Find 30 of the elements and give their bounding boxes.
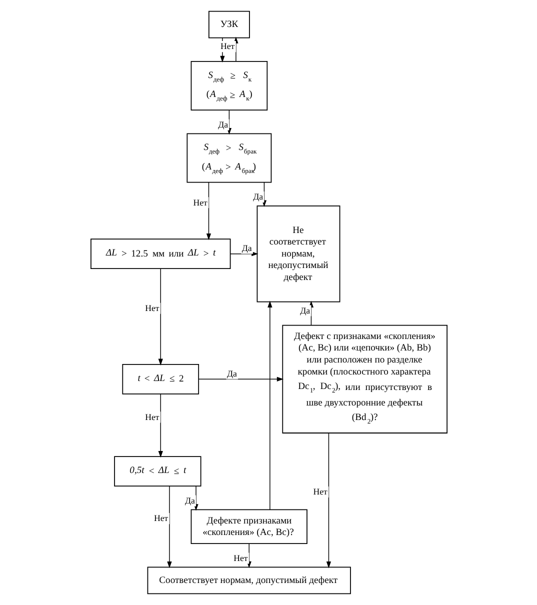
arrow [267, 300, 272, 510]
edge-label: Нет [144, 303, 159, 314]
edge-label: Да [226, 368, 236, 378]
edge-label: Да [252, 192, 263, 202]
node-box: S$_{деф}$ ≥ S$_{к}$ (A$_{деф}$ ≥ A$_{к}$) [190, 60, 268, 111]
edge-label: Нет [312, 486, 327, 497]
node-box: Не соответствует нормам, недопустимый дефект [256, 205, 340, 302]
node-box: 0,5t < ΔL ≤ t [114, 456, 201, 487]
arrow [158, 268, 162, 366]
arrow [326, 432, 331, 568]
arrow [158, 394, 162, 458]
node-box: УЗК [208, 10, 250, 38]
edge-label: Нет [192, 197, 207, 208]
edge-label: Да [241, 242, 252, 253]
arrow [198, 376, 284, 382]
node-box: Соответствует нормам, допустимый дефект [146, 566, 350, 594]
edge-label: Нет [153, 513, 168, 524]
arrow [206, 182, 211, 240]
edge-label: Нет [220, 41, 234, 52]
node-box: Дефекте признаками «скопления» (Ac, Bc)? [190, 509, 307, 544]
edge-label: Да [218, 119, 228, 130]
node-box: ΔL > 12.5 мм или ΔL > t [90, 238, 230, 270]
arrow [166, 486, 172, 568]
edge-label: Да [300, 305, 310, 316]
node-box: S$_{деф}$ > S$_{брак}$ (A$_{деф}$ > A$_{брак}$) [186, 133, 272, 183]
edge-label: Нет [233, 552, 248, 563]
edge-label: Нет [144, 412, 159, 422]
node-box: t < ΔL ≤ 2 [122, 364, 199, 394]
edge-label: Да [184, 495, 194, 506]
node-box: Дефект с признаками «скопления» (Ac, Bc) или «цепочки» (Ab, Bb) или расположен по разделке кромки (плоскостного характера Dc$_{1}$, Dc$_{2}$), или присутствуют в шве двухсторонние дефекты (Bd$_{2}$)? [282, 324, 447, 434]
